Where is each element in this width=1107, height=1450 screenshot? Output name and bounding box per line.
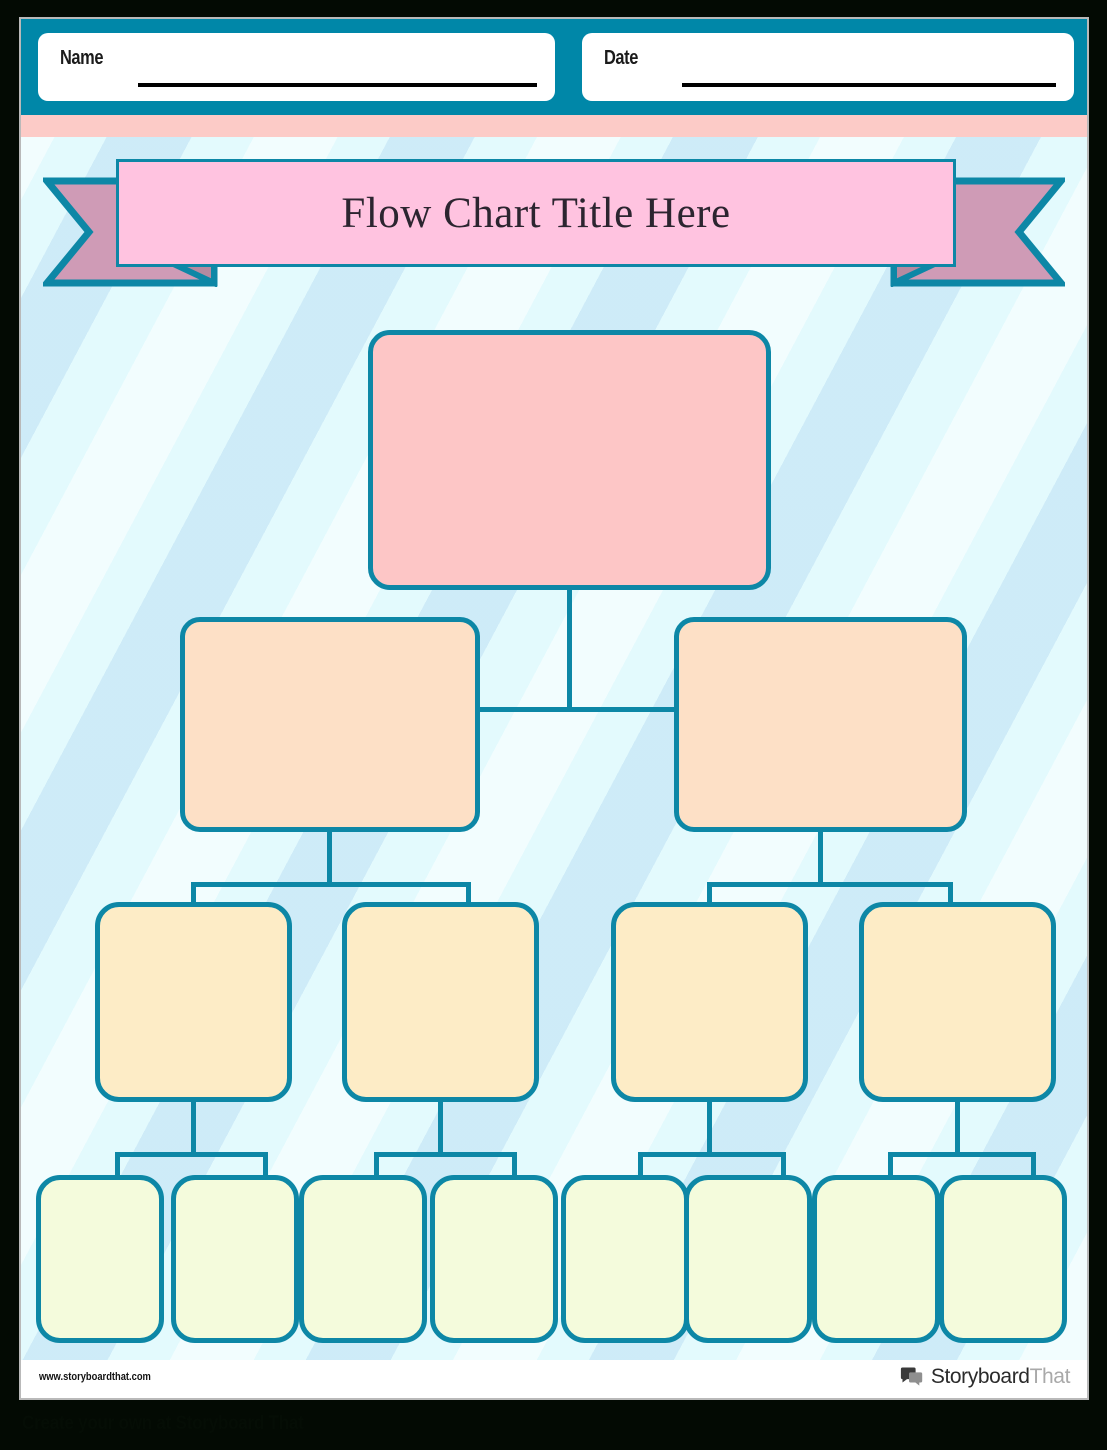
name-label: Name xyxy=(60,47,104,69)
footer-website-url[interactable]: www.storyboardthat.com xyxy=(39,1371,151,1383)
storyboardthat-logo[interactable]: StoryboardThat xyxy=(900,1365,1070,1389)
create-your-own-caption: Create your own at Storyboard That xyxy=(22,1413,304,1434)
flow-node-root[interactable] xyxy=(368,330,771,590)
connector-n2-bar xyxy=(707,882,953,887)
connector-n14-drop xyxy=(1031,1152,1036,1177)
flow-node-l4-4[interactable] xyxy=(430,1175,558,1343)
connector-n11-drop xyxy=(638,1152,643,1177)
flow-node-l4-3[interactable] xyxy=(299,1175,427,1343)
connector-n5-stem xyxy=(707,1102,712,1155)
connector-n5-bar xyxy=(638,1152,786,1157)
worksheet-page: Name Date xyxy=(19,17,1089,1400)
flow-node-l4-8[interactable] xyxy=(939,1175,1067,1343)
connector-n6-drop xyxy=(948,882,953,904)
flow-node-l3-4[interactable] xyxy=(859,902,1056,1102)
connector-n3-stem xyxy=(191,1102,196,1155)
connector-n4-stem xyxy=(438,1102,443,1155)
flow-node-l3-3[interactable] xyxy=(611,902,808,1102)
connector-n5-drop xyxy=(707,882,712,904)
flow-chart xyxy=(21,137,1087,1364)
connector-n4-drop xyxy=(466,882,471,904)
worksheet-canvas: Flow Chart Title Here xyxy=(21,137,1087,1364)
connector-n7-drop xyxy=(115,1152,120,1177)
title-banner: Flow Chart Title Here xyxy=(21,159,1087,301)
flow-node-l4-1[interactable] xyxy=(36,1175,164,1343)
logo-word-storyboard: Storyboard xyxy=(930,1365,1030,1388)
connector-n6-bar xyxy=(888,1152,1036,1157)
connector-n3-drop xyxy=(191,882,196,904)
connector-root-stem xyxy=(567,590,572,710)
connector-n3-bar xyxy=(115,1152,268,1157)
connector-n4-bar xyxy=(374,1152,517,1157)
pink-divider-strip xyxy=(21,115,1087,137)
flow-node-l2-1[interactable] xyxy=(180,617,480,832)
connector-n8-drop xyxy=(263,1152,268,1177)
flow-node-l4-2[interactable] xyxy=(171,1175,299,1343)
connector-n9-drop xyxy=(374,1152,379,1177)
logo-wordmark: StoryboardThat xyxy=(930,1365,1071,1389)
flow-node-l4-6[interactable] xyxy=(684,1175,812,1343)
connector-n2-stem xyxy=(818,832,823,885)
name-field-card[interactable]: Name xyxy=(38,33,555,101)
connector-root-bar xyxy=(477,707,677,712)
logo-word-that: That xyxy=(1029,1365,1071,1388)
flow-node-l2-2[interactable] xyxy=(674,617,967,832)
banner-plate: Flow Chart Title Here xyxy=(116,159,956,267)
connector-n12-drop xyxy=(781,1152,786,1177)
flow-node-l4-7[interactable] xyxy=(812,1175,940,1343)
flow-node-l3-1[interactable] xyxy=(95,902,292,1102)
name-write-line[interactable] xyxy=(138,83,537,87)
flow-node-l4-5[interactable] xyxy=(561,1175,689,1343)
footer-bar: www.storyboardthat.com StoryboardThat xyxy=(21,1360,1087,1398)
date-write-line[interactable] xyxy=(682,83,1056,87)
connector-n13-drop xyxy=(888,1152,893,1177)
connector-n6-stem xyxy=(955,1102,960,1155)
connector-n1-bar xyxy=(191,882,471,887)
flow-chart-title[interactable]: Flow Chart Title Here xyxy=(341,189,731,237)
connector-n10-drop xyxy=(512,1152,517,1177)
header-bar: Name Date xyxy=(21,19,1087,115)
connector-n1-stem xyxy=(327,832,332,885)
flow-node-l3-2[interactable] xyxy=(342,902,539,1102)
speech-bubble-icon xyxy=(900,1365,924,1389)
date-field-card[interactable]: Date xyxy=(582,33,1074,101)
date-label: Date xyxy=(604,47,638,69)
